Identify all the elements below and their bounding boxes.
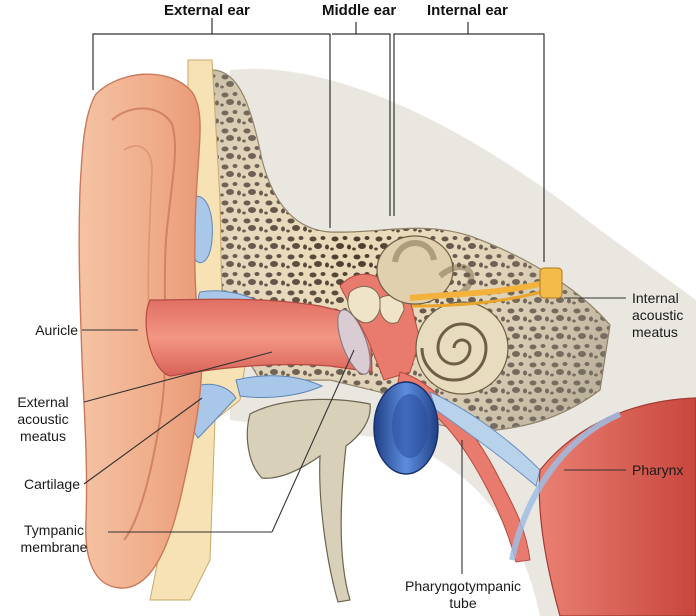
external-canal <box>145 298 373 377</box>
helix-fold <box>111 107 177 541</box>
leader-tympanic-2 <box>271 349 355 533</box>
label-pharynx: Pharynx <box>632 462 684 478</box>
styloid-process <box>246 398 371 603</box>
label-pt-line-1: Pharyngotympanic <box>405 578 521 594</box>
pharynx-lining <box>509 411 622 561</box>
tympanic-membrane-shape <box>337 309 371 375</box>
label-tym-line-2: membrane <box>20 539 88 555</box>
label-tym-line-1: Tympanic <box>24 522 84 538</box>
leader-lines <box>82 297 626 574</box>
nerve-bundle-2 <box>411 288 549 308</box>
leader-cartilage <box>83 397 203 485</box>
section-internal-ear: Internal ear <box>427 2 508 19</box>
nerve-bundle <box>409 279 549 301</box>
cartilage-plate-floor <box>235 375 324 398</box>
pharynx-shape <box>538 397 696 616</box>
label-internal-acoustic-meatus: Internal acoustic meatus <box>632 290 683 341</box>
antihelix-fold <box>123 145 153 331</box>
section-brackets <box>92 18 545 262</box>
tube-cartilage <box>429 391 541 487</box>
label-iam-line-1: Internal <box>632 290 679 306</box>
label-tympanic-membrane: Tympanic membrane <box>2 522 106 556</box>
label-iam-line-3: meatus <box>632 324 678 340</box>
label-pt-line-2: tube <box>449 595 477 611</box>
label-eam-line-2: acoustic <box>17 411 69 427</box>
vessel-lumen <box>392 394 428 458</box>
label-auricle: Auricle <box>35 322 78 338</box>
auricle-shape <box>78 73 203 589</box>
label-iam-line-2: acoustic <box>632 307 684 323</box>
label-eam-line-1: External <box>17 394 69 410</box>
section-middle-ear: Middle ear <box>322 2 397 19</box>
internal-meatus-nerve-end <box>539 267 563 299</box>
section-external-ear: External ear <box>164 2 250 19</box>
label-cartilage: Cartilage <box>23 476 80 492</box>
label-external-acoustic-meatus: External acoustic meatus <box>0 394 86 445</box>
label-eam-line-3: meatus <box>20 428 66 444</box>
label-pharyngotympanic-tube: Pharyngotympanic tube <box>392 578 534 612</box>
leader-external-acoustic-meatus <box>83 351 273 403</box>
inner-ear-labyrinth <box>376 235 509 395</box>
malleus <box>347 285 381 324</box>
